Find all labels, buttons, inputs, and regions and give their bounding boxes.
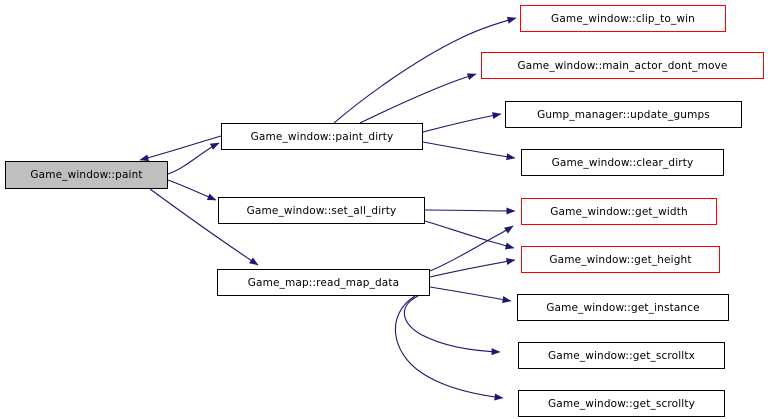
edge-read_map_data-to-get_scrolltx: [403, 295, 501, 356]
node-get_scrolltx[interactable]: Game_window::get_scrolltx: [518, 342, 725, 369]
edge-paint-to-paint_dirty: [167, 142, 220, 175]
node-set_all_dirty[interactable]: Game_window::set_all_dirty: [218, 197, 425, 224]
node-label-clip_to_win: Game_window::clip_to_win: [551, 12, 695, 25]
node-get_width[interactable]: Game_window::get_width: [521, 198, 717, 225]
node-label-paint: Game_window::paint: [30, 169, 143, 181]
edge-paint-to-read_map_data: [149, 188, 259, 266]
node-read_map_data[interactable]: Game_map::read_map_data: [217, 269, 430, 296]
node-label-paint_dirty: Game_window::paint_dirty: [250, 130, 394, 143]
node-get_scrollty[interactable]: Game_window::get_scrollty: [518, 390, 725, 417]
node-update_gumps[interactable]: Gump_manager::update_gumps: [505, 101, 742, 128]
edge-paint_dirty-to-main_actor_dont_move: [359, 73, 477, 124]
node-label-main_actor_dont_move: Game_window::main_actor_dont_move: [517, 59, 728, 72]
edge-paint-to-set_all_dirty: [167, 179, 217, 201]
node-label-get_scrollty: Game_window::get_scrollty: [547, 397, 695, 410]
node-get_height[interactable]: Game_window::get_height: [521, 246, 720, 273]
edge-paint_dirty-to-clip_to_win: [333, 16, 517, 124]
node-label-get_height: Game_window::get_height: [549, 253, 692, 266]
node-label-get_width: Game_window::get_width: [550, 205, 688, 218]
edge-paint_dirty-to-paint: [139, 135, 222, 162]
node-paint_dirty[interactable]: Game_window::paint_dirty: [221, 123, 423, 150]
node-label-set_all_dirty: Game_window::set_all_dirty: [246, 204, 397, 217]
node-label-read_map_data: Game_map::read_map_data: [247, 276, 400, 289]
node-label-get_instance: Game_window::get_instance: [546, 301, 700, 314]
node-label-update_gumps: Gump_manager::update_gumps: [537, 108, 710, 121]
node-clear_dirty[interactable]: Game_window::clear_dirty: [521, 149, 724, 176]
edge-read_map_data-to-get_height: [429, 258, 516, 278]
edge-paint_dirty-to-update_gumps: [422, 112, 502, 133]
node-get_instance[interactable]: Game_window::get_instance: [517, 294, 729, 321]
node-clip_to_win[interactable]: Game_window::clip_to_win: [520, 5, 726, 32]
node-label-get_scrolltx: Game_window::get_scrolltx: [547, 349, 695, 362]
node-main_actor_dont_move[interactable]: Game_window::main_actor_dont_move: [481, 52, 764, 79]
edge-set_all_dirty-to-get_height: [424, 220, 515, 250]
node-label-clear_dirty: Game_window::clear_dirty: [551, 156, 694, 169]
edge-read_map_data-to-get_scrollty: [394, 295, 504, 401]
node-paint[interactable]: Game_window::paint: [5, 161, 168, 189]
edge-set_all_dirty-to-get_width: [424, 207, 516, 215]
edge-read_map_data-to-get_width: [429, 225, 514, 272]
edge-paint_dirty-to-clear_dirty: [422, 141, 516, 161]
edge-read_map_data-to-get_instance: [429, 286, 512, 303]
